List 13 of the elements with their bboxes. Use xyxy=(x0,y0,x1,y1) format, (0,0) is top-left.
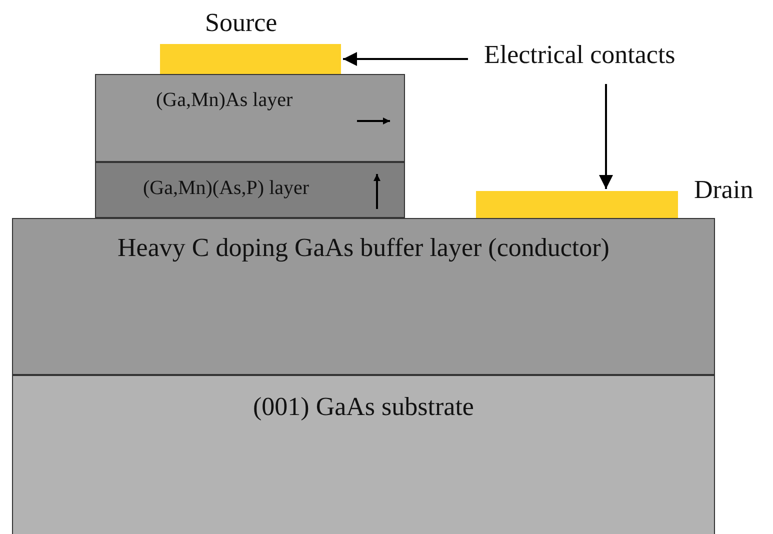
layer-band xyxy=(12,218,715,375)
layer-label: (Ga,Mn)(As,P) layer xyxy=(143,177,310,200)
contact-label: Drain xyxy=(694,175,754,205)
layer-band xyxy=(12,375,715,534)
layer-label: Heavy C doping GaAs buffer layer (conductor) xyxy=(116,233,610,263)
arrow xyxy=(599,84,613,189)
callout-label: Electrical contacts xyxy=(484,40,676,70)
layer-label: (001) GaAs substrate xyxy=(252,392,475,422)
layer-band xyxy=(95,74,405,162)
layer-label: (Ga,Mn)As layer xyxy=(156,89,293,112)
arrow xyxy=(343,52,468,66)
layer-band xyxy=(95,162,405,218)
contact-label: Source xyxy=(205,8,278,38)
